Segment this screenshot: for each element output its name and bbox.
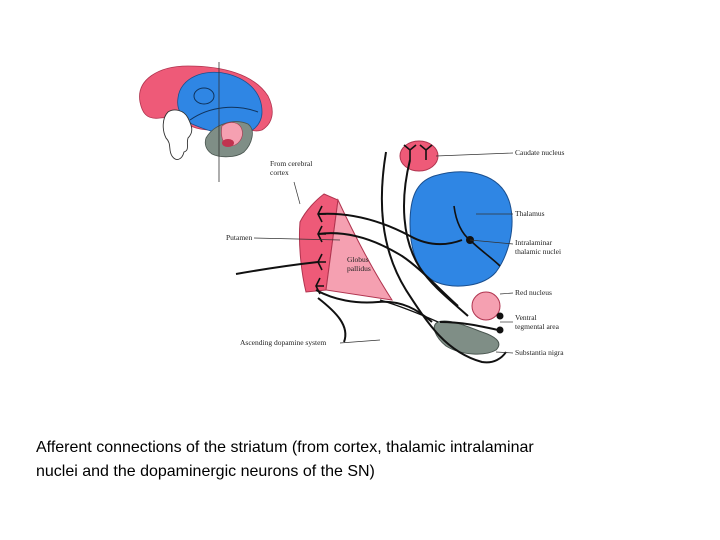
label-intralaminar-2: thalamic nuclei [515, 247, 561, 256]
label-caudate-nucleus: Caudate nucleus [515, 148, 564, 157]
label-vta-2: tegmental area [515, 322, 560, 331]
synapse-terminals [315, 144, 433, 295]
leader-lines [253, 152, 514, 354]
figure-caption: Afferent connections of the striatum (fr… [36, 436, 676, 484]
brain-inset [139, 62, 273, 182]
substantia-nigra-shape [433, 320, 500, 355]
label-globus-2: pallidus [347, 264, 371, 273]
label-putamen: Putamen [226, 233, 252, 242]
inset-red-spot [222, 139, 234, 147]
label-ascending-dopamine: Ascending dopamine system [240, 338, 326, 347]
label-red-nucleus: Red nucleus [515, 288, 552, 297]
label-from-cortex-1: From cerebral [270, 159, 312, 168]
inset-brainstem [162, 109, 193, 160]
inset-capsule-arc [189, 106, 259, 121]
label-vta-1: Ventral [515, 313, 537, 322]
label-from-cortex-2: cortex [270, 168, 289, 177]
nuclei [298, 140, 513, 355]
label-thalamus: Thalamus [515, 209, 545, 218]
label-intralaminar-1: Intralaminar [515, 238, 553, 247]
caption-line-1: Afferent connections of the striatum (fr… [36, 439, 534, 456]
red-nucleus-shape [471, 291, 501, 321]
label-substantia-nigra: Substantia nigra [515, 348, 564, 357]
globus-pallidus-shape [325, 198, 394, 301]
caption-line-2: nuclei and the dopaminergic neurons of t… [36, 463, 375, 480]
label-globus-1: Globus [347, 255, 369, 264]
inset-ventricle [193, 87, 215, 105]
labels: From cerebral cortex Caudate nucleus Tha… [226, 148, 564, 357]
